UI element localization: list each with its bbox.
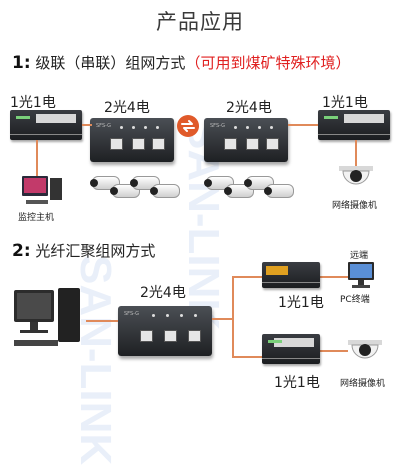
label-2f4c-c: 2光4电 <box>140 285 186 301</box>
dome-camera-icon <box>337 166 375 192</box>
pc-icon <box>346 262 376 290</box>
label-network-camera-1: 网络摄像机 <box>332 201 378 211</box>
computer-icon <box>20 176 66 206</box>
label-1f1c-d: 1光1电 <box>274 375 320 391</box>
label-1f1c-c: 1光1电 <box>278 295 324 311</box>
media-converter-lower <box>262 334 320 364</box>
label-1f1c-b: 1光1电 <box>322 95 368 111</box>
link-vertical-trunk <box>232 276 234 358</box>
label-remote: 远端 <box>350 251 369 261</box>
link-converter-to-switch-a <box>82 124 92 126</box>
link-switch-b-to-converter <box>288 124 318 126</box>
media-converter-right <box>318 110 390 140</box>
link-converter-to-pc-terminal <box>318 276 348 278</box>
camera-icon <box>150 184 180 198</box>
section-1-text: 级联（串联）组网方式 <box>35 54 186 72</box>
section-1-number: 1: <box>12 53 31 73</box>
section-2-number: 2: <box>12 241 31 261</box>
label-2f4c-a: 2光4电 <box>104 100 150 116</box>
link-converter-to-camera-2 <box>318 350 348 352</box>
page-title: 产品应用 <box>156 10 244 34</box>
swap-arrows-icon <box>176 114 200 138</box>
fiber-switch-a: SFS-G <box>90 118 174 162</box>
label-pc-terminal: PC终端 <box>340 295 370 305</box>
label-2f4c-b: 2光4电 <box>226 100 272 116</box>
link-converter-to-host <box>36 140 38 176</box>
label-monitor-host: 监控主机 <box>18 213 55 223</box>
camera-icon <box>264 184 294 198</box>
link-to-remote-converter <box>232 276 262 278</box>
fiber-switch-b: SFS-G <box>204 118 288 162</box>
section-1-note: （可用到煤矿特殊环境） <box>185 54 351 72</box>
section-2-text: 光纤汇聚组网方式 <box>35 242 156 260</box>
link-to-lower-converter <box>232 356 262 358</box>
label-1f1c-a: 1光1电 <box>10 95 56 111</box>
link-converter-to-camera <box>355 140 357 166</box>
label-network-camera-2: 网络摄像机 <box>340 379 386 389</box>
pc-icon <box>10 284 86 354</box>
link-pc-to-switch-c <box>86 320 118 322</box>
dome-camera-icon <box>346 340 384 366</box>
media-converter-remote <box>262 262 320 288</box>
section-1-heading: 1: 级联（串联）组网方式（可用到煤矿特殊环境） <box>12 52 350 73</box>
media-converter-left <box>10 110 82 140</box>
section-2-heading: 2: 光纤汇聚组网方式 <box>12 240 155 261</box>
link-switch-c-out <box>212 318 234 320</box>
fiber-switch-c: SFS-G <box>118 306 212 356</box>
